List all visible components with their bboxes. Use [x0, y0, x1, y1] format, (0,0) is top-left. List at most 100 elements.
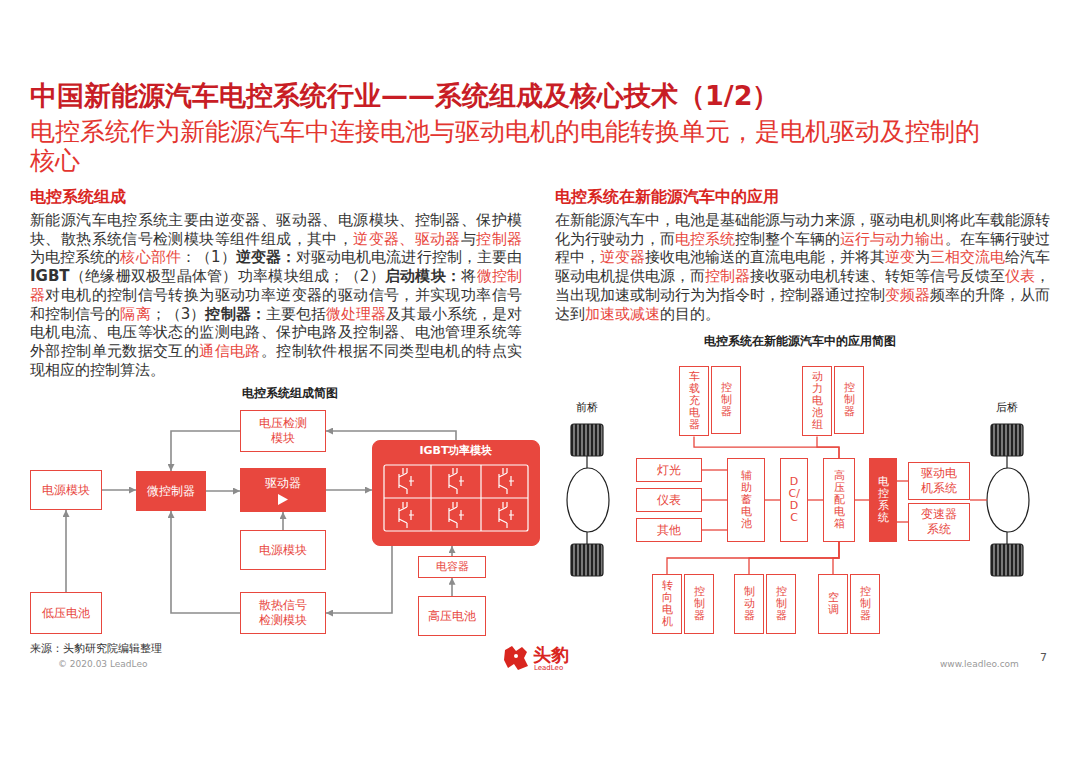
outline-box: 电压检测模块 — [240, 410, 326, 452]
connector — [702, 469, 727, 470]
outline-box: 控制器 — [711, 366, 741, 434]
highlight-text: 隔离 — [120, 305, 150, 323]
highlight-text: 三相交流电 — [930, 248, 1005, 266]
label-text: © 2020.03 LeadLeo — [58, 659, 147, 669]
paragraph-text: ；（3） — [151, 305, 206, 323]
box-text: 电源模块 — [259, 543, 307, 558]
outline-box: 散热信号检测模块 — [240, 592, 326, 634]
box-text: 驱动器 — [265, 476, 301, 491]
box-text: 动力电池组 — [812, 371, 823, 431]
connector — [749, 542, 839, 574]
outline-box: 转向电机 — [652, 574, 682, 634]
box-text: 辅助蓄电池 — [741, 470, 752, 530]
outline-box: 电源模块 — [240, 530, 326, 570]
box-text: 空调 — [828, 592, 839, 616]
box-text: 控制器 — [860, 586, 871, 622]
connector — [855, 499, 869, 500]
igbt-switch-array — [381, 462, 531, 534]
paragraph-text: 对驱动电机电流进行控制，主要由 — [296, 248, 522, 266]
paragraph-text: 控制器： — [205, 305, 265, 323]
section-heading: 电控系统组成 — [30, 187, 126, 208]
body-paragraph: 在新能源汽车中，电池是基础能源与动力来源，驱动电机则将此车载能源转化为行驶动力，… — [555, 211, 1050, 323]
highlight-text: 变频器 — [885, 286, 930, 304]
box-text: 转向电机 — [662, 580, 673, 628]
outline-box: 车载充电器 — [679, 366, 709, 436]
outline-box: 低压电池 — [30, 592, 102, 634]
box-text: 车载充电器 — [689, 371, 700, 431]
outline-box: 控制器 — [834, 366, 864, 434]
paragraph-text: （绝缘栅双极型晶体管）功率模块组成；（2） — [70, 267, 385, 285]
label-text: www.leadleo.com — [940, 659, 1019, 669]
box-text: 控制器 — [721, 382, 732, 418]
paragraph-text: 主要包括 — [266, 305, 326, 323]
box-text: 电源模块 — [42, 483, 90, 498]
filled-box: 驱动器 — [240, 468, 326, 512]
box-text: 驱动电机系统 — [917, 466, 961, 496]
outline-box: 空调 — [818, 574, 848, 634]
box-text: DC/DC — [789, 476, 800, 524]
label-text: 电控系统组成简图 — [180, 385, 400, 402]
outline-box: 变速器系统 — [908, 503, 970, 541]
connector — [897, 521, 908, 522]
highlight-text: 核心部件 — [120, 248, 180, 266]
label-text: 7 — [1040, 651, 1047, 664]
paragraph-text: 为 — [915, 248, 930, 266]
connector — [765, 499, 780, 500]
box-text: 其他 — [657, 523, 681, 538]
highlight-text: 控制器 — [705, 267, 750, 285]
paragraph-text: 将 — [461, 267, 476, 285]
outline-box: 控制器 — [850, 574, 880, 634]
box-text: 制动器 — [744, 586, 755, 622]
box-text: 控制器 — [694, 586, 705, 622]
connector — [702, 499, 727, 500]
box-text: 仪表 — [657, 493, 681, 508]
label-text: 头豹 — [533, 643, 569, 667]
outline-box: 电容器 — [418, 556, 486, 578]
outline-box: 制动器 — [734, 574, 764, 634]
paragraph-text: ：（1） — [181, 248, 236, 266]
highlight-text: 逆变 — [885, 248, 915, 266]
logo-icon — [502, 644, 530, 672]
paragraph-text: 控制整个车辆的 — [735, 230, 840, 248]
paragraph-text: 的目的。 — [660, 305, 720, 323]
outline-box: 其他 — [636, 518, 702, 542]
outline-box: 高压配电箱 — [823, 458, 855, 542]
label-text: 来源：头豹研究院编辑整理 — [30, 641, 162, 656]
connector — [171, 431, 240, 471]
slide-title: 中国新能源汽车电控系统行业——系统组成及核心技术（1/2） — [30, 78, 779, 114]
play-symbol — [277, 494, 289, 505]
paragraph-text: 启动模块： — [385, 267, 461, 285]
connector — [65, 510, 67, 592]
connector — [667, 542, 839, 574]
connector — [171, 511, 240, 613]
outline-box: 灯光 — [636, 458, 702, 482]
connector — [326, 546, 392, 613]
filled-box: 电控系统 — [869, 458, 897, 542]
connector — [326, 489, 372, 491]
paragraph-text: 为电控系统的 — [30, 248, 120, 266]
body-paragraph: 新能源汽车电控系统主要由逆变器、驱动器、电源模块、控制器、保护模块、散热系统信号… — [30, 211, 522, 379]
paragraph-text: 逆变器： — [236, 248, 296, 266]
outline-box: 辅助蓄电池 — [727, 458, 765, 542]
paragraph-text: 接收电池输送的直流电电能，并将其 — [645, 248, 885, 266]
highlight-text: 仪表 — [1005, 267, 1035, 285]
connector — [282, 512, 284, 530]
box-text: 低压电池 — [42, 606, 90, 621]
connector — [817, 437, 839, 459]
label-text: LeadLeo — [534, 664, 563, 672]
outline-box: 控制器 — [684, 574, 714, 634]
box-text: 控制器 — [776, 586, 787, 622]
outline-box: 高压电池 — [418, 596, 486, 636]
highlight-text: 运行与动力输出 — [840, 230, 945, 248]
label-text: 电控系统在新能源汽车中的应用简图 — [640, 333, 960, 350]
filled-box: 微控制器 — [136, 471, 206, 511]
connector — [897, 480, 908, 481]
filled-box: IGBT功率模块 — [372, 440, 540, 546]
highlight-text: 加速或减速 — [585, 305, 660, 323]
highlight-text: 电控系统 — [675, 230, 735, 248]
label-text: 后桥 — [985, 400, 1029, 415]
highlight-text: 通信电路 — [199, 342, 261, 360]
paragraph-text: 与 — [461, 230, 476, 248]
label-text: 前桥 — [565, 400, 609, 415]
